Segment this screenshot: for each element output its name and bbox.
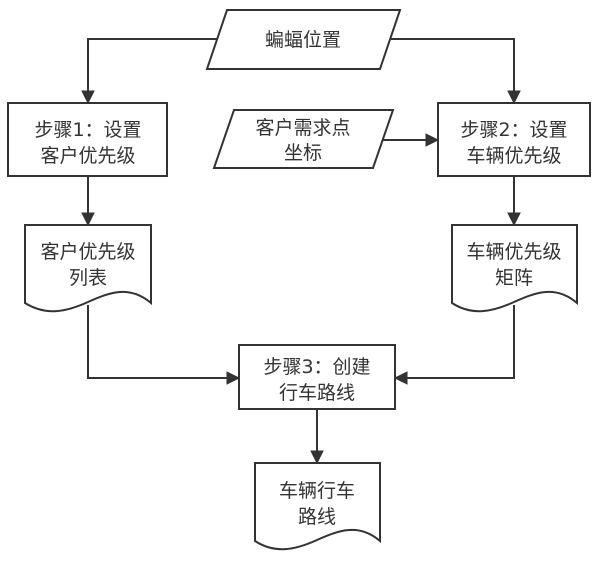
node-step1: 步骤1：设置 客户优先级 [7, 102, 168, 177]
node-bat-position: 蝙蝠位置 [205, 9, 402, 70]
node-step2-label-line1: 步骤2：设置 [460, 119, 567, 141]
arrowhead-list [81, 212, 95, 227]
node-vehicle-priority-matrix-label-line2: 矩阵 [495, 267, 533, 289]
node-customer-priority-list-label-line1: 客户优先级 [40, 241, 135, 263]
node-vehicle-route: 车辆行车 路线 [254, 462, 381, 551]
edge-matrix-to-step3 [406, 305, 515, 379]
edge-list-to-step3 [87, 305, 228, 379]
node-step1-label-line2: 客户优先级 [40, 145, 135, 167]
node-customer-priority-list-label-line2: 列表 [69, 267, 107, 289]
node-step1-label-line1: 步骤1：设置 [34, 119, 141, 141]
node-step3-label-line1: 步骤3：创建 [263, 356, 370, 378]
node-vehicle-priority-matrix: 车辆优先级 矩阵 [451, 224, 578, 313]
node-vehicle-priority-matrix-label-line1: 车辆优先级 [466, 241, 561, 263]
node-customer-coords-label-line1: 客户需求点 [255, 117, 350, 139]
node-customer-coords: 客户需求点 坐标 [212, 109, 395, 169]
arrowhead-step2-top [507, 90, 521, 105]
node-step3: 步骤3：创建 行车路线 [238, 344, 396, 410]
arrowhead-step3-left [226, 371, 241, 385]
node-bat-position-label: 蝙蝠位置 [265, 29, 341, 51]
arrowhead-route [310, 450, 324, 465]
node-customer-priority-list: 客户优先级 列表 [24, 224, 152, 313]
arrowhead-step3-right [393, 371, 408, 385]
edge-bat-to-step2 [390, 38, 515, 92]
node-vehicle-route-label-line1: 车辆行车 [279, 480, 355, 502]
arrowhead-step1 [81, 90, 95, 105]
arrowhead-step2-left [425, 133, 440, 147]
node-step3-label-line2: 行车路线 [279, 382, 355, 404]
node-customer-coords-label-line2: 坐标 [284, 142, 322, 164]
edge-bat-to-step1 [87, 38, 217, 92]
node-vehicle-route-label-line2: 路线 [298, 506, 336, 528]
node-step2: 步骤2：设置 车辆优先级 [437, 102, 591, 177]
arrowhead-matrix [507, 212, 521, 227]
node-step2-label-line2: 车辆优先级 [466, 145, 561, 167]
edges [81, 38, 521, 465]
